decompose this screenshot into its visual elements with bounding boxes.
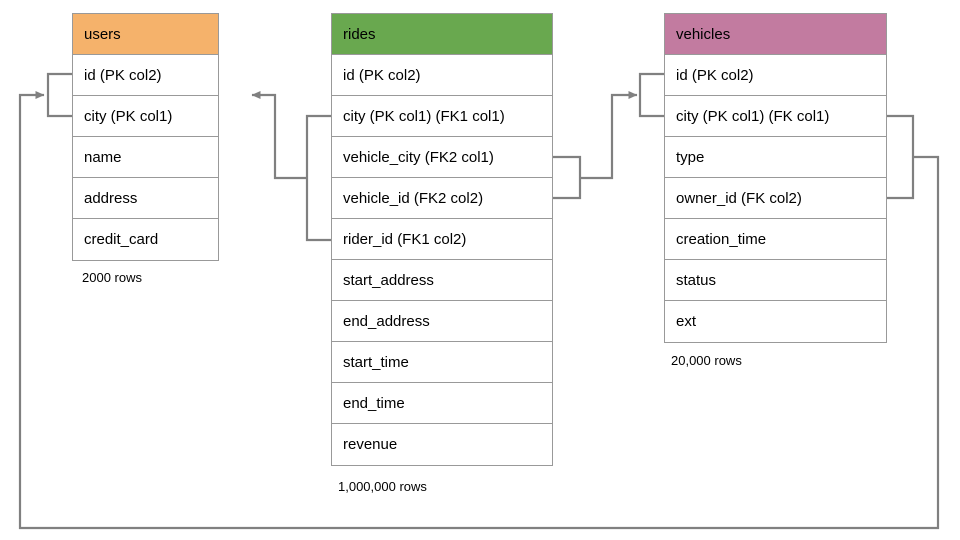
field-rides-vehicle-id[interactable]: vehicle_id (FK2 col2) xyxy=(332,178,552,219)
field-vehicles-city[interactable]: city (PK col1) (FK col1) xyxy=(665,96,886,137)
field-vehicles-owner-id[interactable]: owner_id (FK col2) xyxy=(665,178,886,219)
field-rides-revenue[interactable]: revenue xyxy=(343,436,398,453)
entity-users[interactable]: users id (PK col2) city (PK col1) name a… xyxy=(72,13,219,261)
field-users-name[interactable]: name xyxy=(73,137,218,178)
field-vehicles-id[interactable]: id (PK col2) xyxy=(665,55,886,96)
field-vehicles-type[interactable]: type xyxy=(665,137,886,178)
field-vehicles-ext[interactable]: ext xyxy=(676,313,697,330)
entity-vehicles-title: vehicles xyxy=(665,14,886,55)
rides-to-users-connector xyxy=(251,91,307,180)
field-vehicles-status[interactable]: status xyxy=(665,260,886,301)
field-rides-end-address[interactable]: end_address xyxy=(332,301,552,342)
users-row-count: 2000 rows xyxy=(82,270,142,285)
rides-to-vehicles-connector xyxy=(580,91,638,180)
field-rides-id[interactable]: id (PK col2) xyxy=(332,55,552,96)
field-vehicles-creation-time[interactable]: creation_time xyxy=(665,219,886,260)
vehicles-users-junction-bracket xyxy=(887,114,915,200)
entity-users-title: users xyxy=(73,14,218,55)
entity-rides-title: rides xyxy=(332,14,552,55)
rides-vehicles-junction-bracket xyxy=(553,155,582,200)
entity-rides[interactable]: rides id (PK col2) city (PK col1) (FK1 c… xyxy=(331,13,553,466)
field-rides-rider-id[interactable]: rider_id (FK1 col2) xyxy=(332,219,552,260)
entity-vehicles[interactable]: vehicles id (PK col2) city (PK col1) (FK… xyxy=(664,13,887,343)
field-users-address[interactable]: address xyxy=(73,178,218,219)
field-users-city[interactable]: city (PK col1) xyxy=(73,96,218,137)
field-rides-start-time[interactable]: start_time xyxy=(332,342,552,383)
field-users-id[interactable]: id (PK col2) xyxy=(73,55,218,96)
vehicles-junction-bracket xyxy=(638,72,664,118)
users-junction-bracket xyxy=(46,72,72,118)
rides-row-count: 1,000,000 rows xyxy=(338,479,427,494)
rides-users-junction-bracket xyxy=(305,114,331,242)
vehicles-row-count: 20,000 rows xyxy=(671,353,742,368)
field-rides-city[interactable]: city (PK col1) (FK1 col1) xyxy=(332,96,552,137)
field-rides-end-time[interactable]: end_time xyxy=(332,383,552,424)
field-users-credit-card[interactable]: credit_card xyxy=(84,231,159,248)
field-rides-vehicle-city[interactable]: vehicle_city (FK2 col1) xyxy=(332,137,552,178)
field-rides-start-address[interactable]: start_address xyxy=(332,260,552,301)
